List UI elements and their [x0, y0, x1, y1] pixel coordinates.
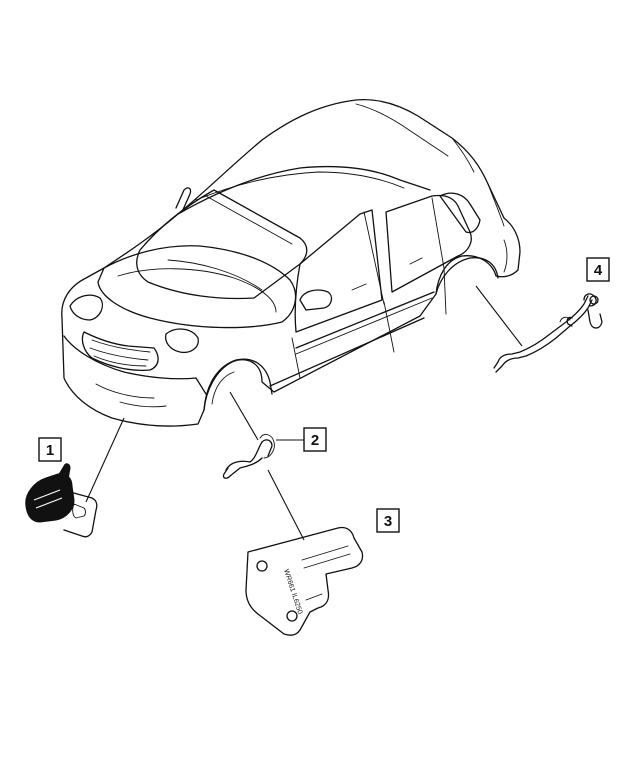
antenna-cable-illustration	[493, 293, 603, 373]
key-fob-illustration	[25, 463, 98, 538]
leader-line-4	[475, 285, 523, 347]
callout-1: 1	[38, 437, 62, 462]
wire-clip-illustration	[222, 434, 275, 479]
callout-2-number: 2	[311, 432, 319, 449]
leader-line-3	[267, 469, 305, 541]
callout-4: 4	[586, 257, 610, 282]
callout-2: 2	[303, 427, 327, 452]
callout-4-number: 4	[594, 262, 603, 279]
key-code-tag-illustration: WR661 IL6250	[245, 526, 364, 636]
leader-line-2	[229, 391, 259, 441]
callout-3: 3	[376, 508, 400, 533]
callout-1-number: 1	[46, 442, 54, 459]
leader-line-1	[85, 417, 125, 503]
leader-lines	[85, 285, 523, 541]
callout-3-number: 3	[384, 513, 392, 530]
tag-code-text: WR661 IL6250	[282, 568, 303, 615]
vehicle-illustration	[61, 98, 521, 427]
